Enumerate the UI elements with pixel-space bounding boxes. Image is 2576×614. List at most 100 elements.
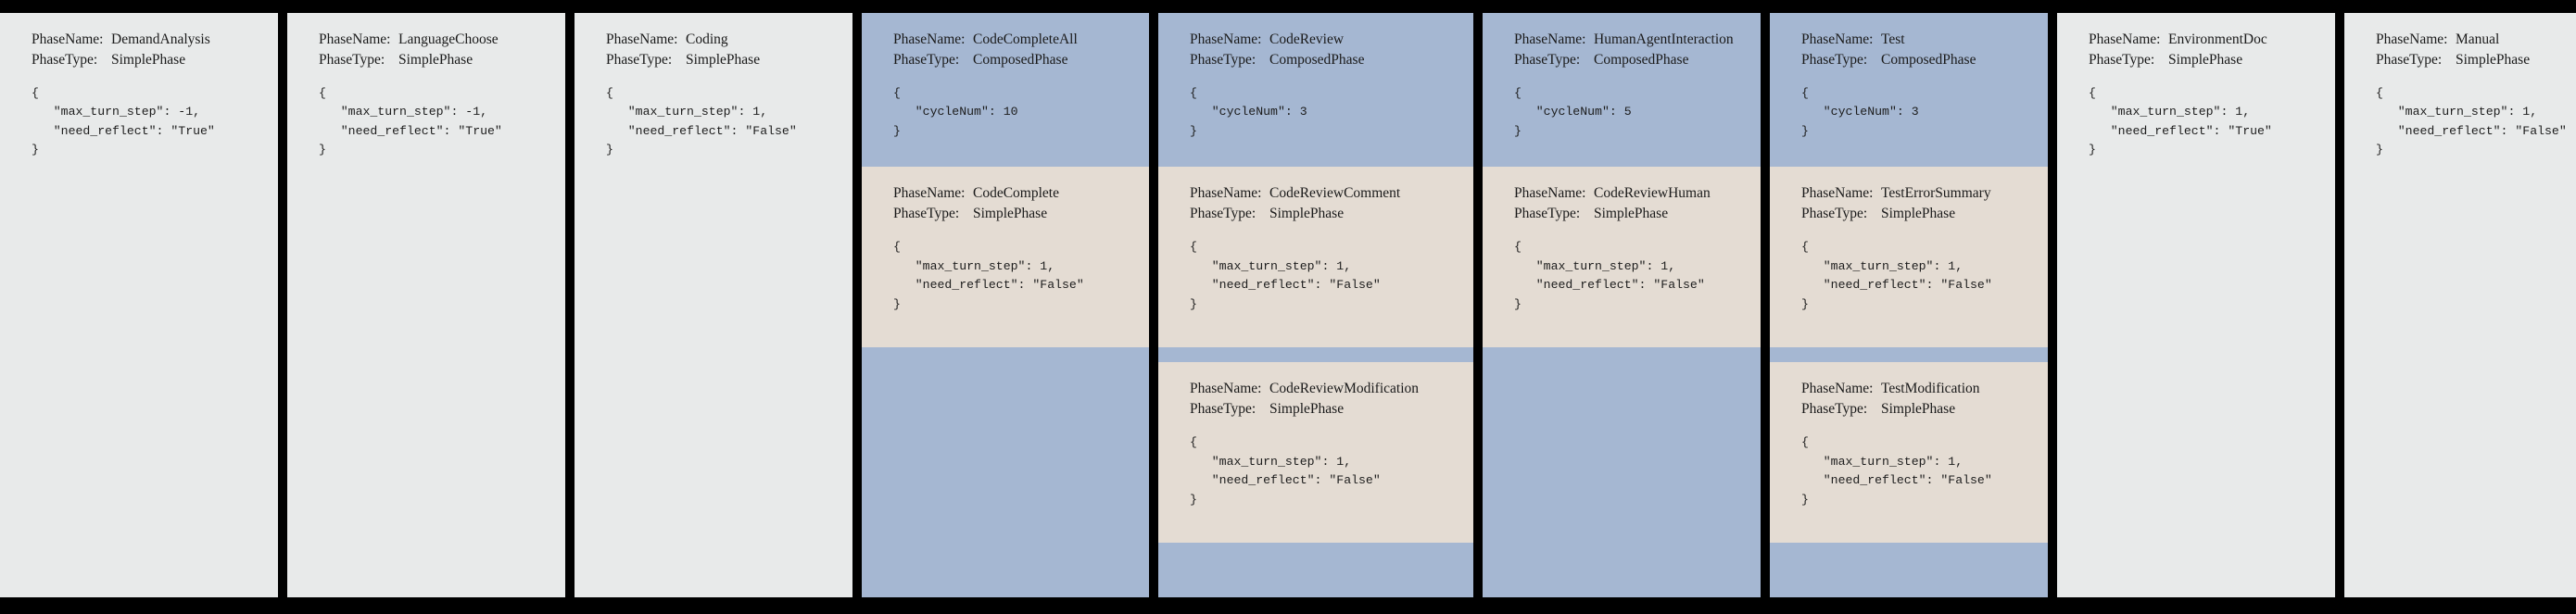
phase-name-value: CodeReview [1269,31,1345,47]
phase-type-label: PhaseType: [1801,52,1868,68]
phase-name-label: PhaseName: [893,185,966,202]
phase-type-row: PhaseType: SimplePhase [2376,50,2576,70]
phase-config-json: { "max_turn_step": -1, "need_reflect": "… [32,86,215,157]
phase-name-value: Coding [686,31,728,47]
phase-name-label: PhaseName: [32,31,104,47]
composed-gap [1770,154,2048,168]
phase-name-label: PhaseName: [1801,185,1874,202]
phase-type-value: SimplePhase [1594,206,1669,222]
phase-type-value: SimplePhase [111,52,186,68]
phase-type-label: PhaseType: [2089,52,2155,68]
phase-type-value: ComposedPhase [1269,52,1365,68]
phase-name-label: PhaseName: [2376,31,2448,47]
phase-name-row: PhaseName:DemandAnalysis [32,30,278,50]
phase-type-row: PhaseType:ComposedPhase [1514,50,1761,70]
phase-name-value: TestErrorSummary [1881,185,1991,202]
composed-gap [1770,347,2048,363]
phase-config-json: { "max_turn_step": 1, "need_reflect": "F… [1514,240,1705,311]
phase-type-row: PhaseType:SimplePhase [1190,204,1473,224]
phase-name-row: PhaseName: EnvironmentDoc [2089,30,2335,50]
phase-type-value: SimplePhase [1881,401,1956,418]
phase-type-label: PhaseType: [1190,52,1256,68]
phase-type-row: PhaseType:SimplePhase [1801,204,2048,224]
phase-type-label: PhaseType: [1801,401,1868,418]
phase-type-value: ComposedPhase [1594,52,1689,68]
phase-config-json: { "max_turn_step": 1, "need_reflect": "F… [2376,86,2567,157]
phase-type-value: SimplePhase [398,52,474,68]
phase-name-label: PhaseName: [1514,185,1586,202]
phase-name-row: PhaseName:Manual [2376,30,2576,50]
phase-type-value: SimplePhase [2456,52,2531,68]
phase-type-row: PhaseType:ComposedPhase [1801,50,2048,70]
composed-gap [1483,154,1761,168]
phase-type-value: ComposedPhase [973,52,1068,68]
phase-name-label: PhaseName: [2089,31,2161,47]
phase-name-label: PhaseName: [1190,31,1262,47]
phase-name-row: PhaseName:CodeReviewComment [1190,183,1473,204]
panel-filler [2057,172,2335,597]
phase-type-label: PhaseType: [1190,206,1256,222]
phase-name-value: Test [1881,31,1905,47]
phase-name-value: CodeReviewModification [1269,381,1419,397]
phase-name-label: PhaseName: [893,31,966,47]
panel-filler [575,172,852,597]
phase-name-label: PhaseName: [1801,381,1874,397]
phase-type-label: PhaseType: [1190,401,1256,418]
phase-config-json: { "cycleNum": 10 } [893,86,1018,138]
phase-type-label: PhaseType: [893,206,960,222]
phase-type-row: PhaseType:SimplePhase [1514,204,1761,224]
phase-type-label: PhaseType: [606,52,673,68]
phase-name-value: EnvironmentDoc [2168,31,2267,47]
phase-config-json: { "max_turn_step": 1, "need_reflect": "T… [2089,86,2272,157]
phase-config-json: { "max_turn_step": 1, "need_reflect": "F… [606,86,797,157]
phase-type-row: PhaseType: ComposedPhase [1190,50,1473,70]
composed-gap [862,154,1149,168]
panel-filler [1483,347,1761,597]
phase-type-row: PhaseType:ComposedPhase [893,50,1149,70]
phase-type-row: PhaseType: SimplePhase [1801,399,2048,420]
phase-name-value: CodeReviewComment [1269,185,1401,202]
phase-name-value: CodeReviewHuman [1594,185,1711,202]
phase-name-value: TestModification [1881,381,1980,397]
phase-name-row: PhaseName: TestModification [1801,379,2048,399]
phase-config-json: { "max_turn_step": 1, "need_reflect": "F… [893,240,1084,311]
phase-name-label: PhaseName: [1190,381,1262,397]
phase-name-row: PhaseName: CodeReview [1190,30,1473,50]
phase-config-json: { "max_turn_step": 1, "need_reflect": "F… [1190,240,1381,311]
phase-config-json: { "max_turn_step": 1, "need_reflect": "F… [1190,435,1381,507]
phase-name-value: HumanAgentInteraction [1594,31,1734,47]
phase-type-label: PhaseType: [2376,52,2443,68]
phase-type-row: PhaseType:SimplePhase [893,204,1149,224]
phase-type-row: PhaseType:SimplePhase [32,50,278,70]
panel-filler [0,172,278,597]
phase-type-row: PhaseType:SimplePhase [606,50,852,70]
phase-type-label: PhaseType: [1801,206,1868,222]
phase-name-row: PhaseName:LanguageChoose [319,30,565,50]
phase-config-json: { "cycleNum": 3 } [1801,86,1919,138]
phase-name-value: LanguageChoose [398,31,499,47]
